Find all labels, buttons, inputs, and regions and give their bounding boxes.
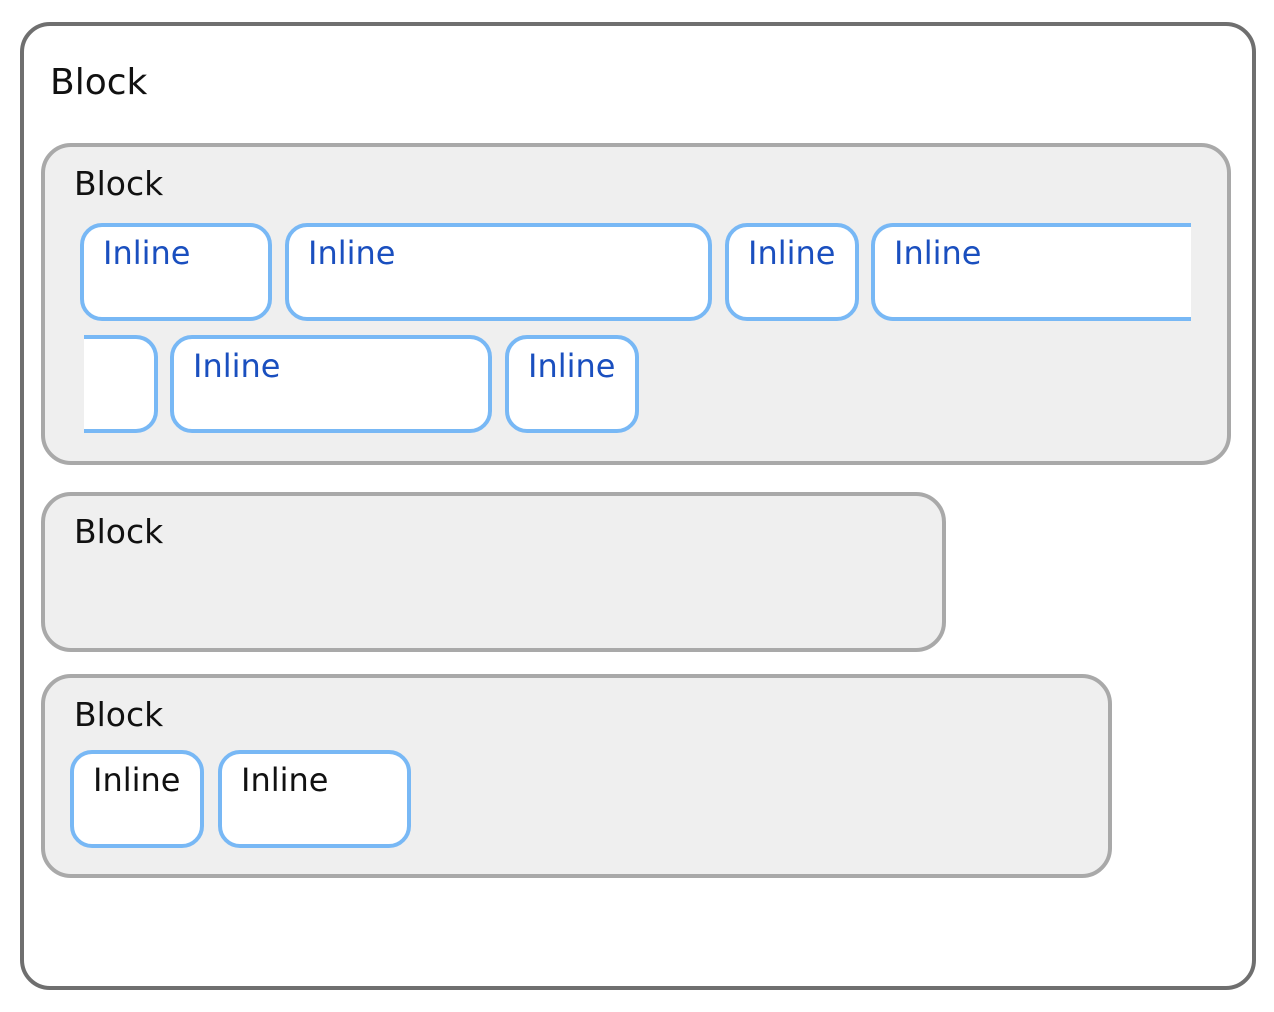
block-3-label: Block <box>74 695 164 734</box>
block-1-inline-6 <box>505 335 639 433</box>
block-1-inline-2 <box>285 223 712 321</box>
block-3-inline-1 <box>70 750 204 848</box>
block-1-inline-5-label: Inline <box>193 347 281 385</box>
block-1-inline-1 <box>80 223 272 321</box>
block-1-inline-4-label: Inline <box>894 234 982 272</box>
block-1-inline-5 <box>170 335 492 433</box>
block-3-inline-2-label: Inline <box>241 761 329 799</box>
outer-block-label: Block <box>50 62 148 103</box>
block-2 <box>41 492 946 652</box>
block-1-inline-4-end <box>84 335 158 433</box>
block-1-inline-6-label: Inline <box>528 347 616 385</box>
block-3-inline-2 <box>218 750 411 848</box>
block-1-inline-4-start <box>871 223 1191 321</box>
block-2-label: Block <box>74 512 164 551</box>
block-1-inline-2-label: Inline <box>308 234 396 272</box>
block-1-label: Block <box>74 164 164 203</box>
block-1-inline-3 <box>725 223 859 321</box>
block-1-inline-3-label: Inline <box>748 234 836 272</box>
block-1-inline-1-label: Inline <box>103 234 191 272</box>
block-3-inline-1-label: Inline <box>93 761 181 799</box>
